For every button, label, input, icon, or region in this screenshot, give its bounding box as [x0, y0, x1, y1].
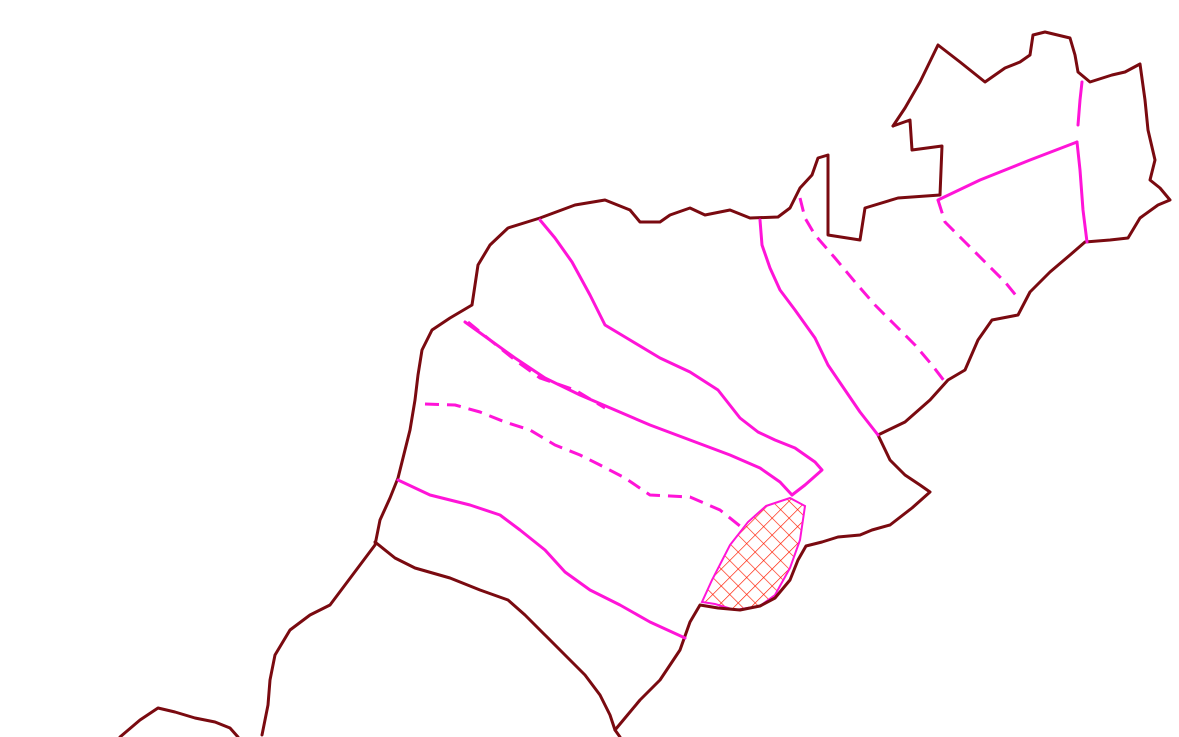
division-dashed-3: [798, 197, 947, 383]
division-line-7: [1076, 80, 1084, 127]
southwest-boundary: [118, 706, 240, 737]
division-dashed-4: [936, 199, 1020, 299]
division-line-4: [1075, 140, 1089, 244]
outer-boundary-northwest: [260, 118, 944, 737]
division-line-3: [936, 140, 1079, 202]
division-dashed-2: [424, 402, 746, 532]
hatched-zone-area[interactable]: [700, 496, 807, 612]
division-line-1: [538, 218, 824, 497]
division-line-2: [758, 218, 880, 437]
outer-boundary: [613, 30, 1172, 737]
south-boundary-line: [373, 540, 617, 732]
division-dashed-1: [467, 320, 606, 410]
division-line-5: [463, 320, 794, 497]
division-line-6: [396, 478, 687, 640]
